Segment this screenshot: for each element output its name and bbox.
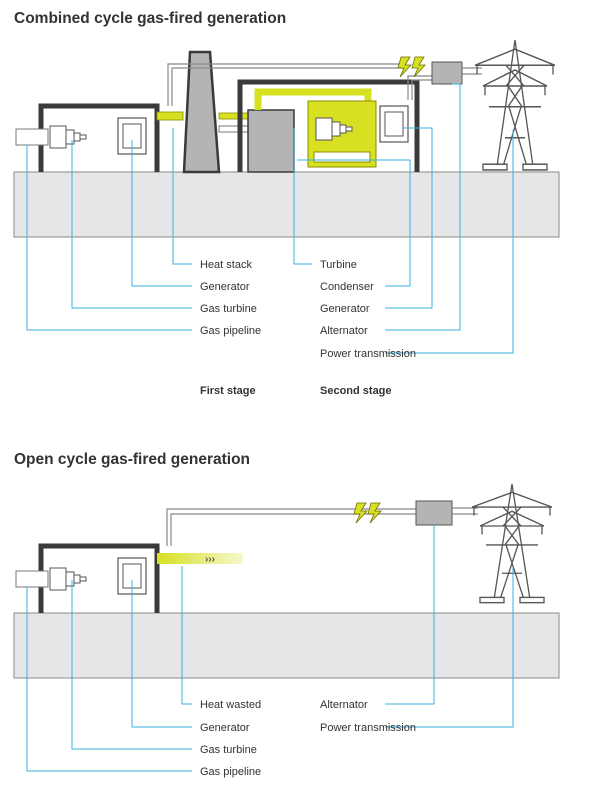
ground-block — [13, 171, 560, 238]
power-cable-3 — [407, 75, 432, 100]
label-generator: Generator — [200, 722, 250, 734]
power-cable-2 — [170, 513, 416, 546]
label-gas-turbine: Gas turbine — [200, 744, 257, 756]
label-generator-second: Generator — [320, 303, 370, 315]
open-cycle-diagram: ››› Heat wasted Generator Gas turbine Ga… — [13, 483, 560, 778]
label-alternator: Alternator — [320, 699, 368, 711]
exhaust-duct — [156, 111, 184, 121]
pylon-icon — [474, 39, 556, 171]
leader-lines — [26, 525, 514, 772]
power-cable-1 — [167, 63, 404, 106]
alternator-box — [415, 500, 453, 526]
combined-cycle-title: Combined cycle gas-fired generation — [14, 10, 287, 27]
grid-cable — [462, 67, 482, 75]
lightning-icon — [397, 56, 426, 78]
heat-recovery-boiler — [247, 109, 295, 173]
heat-stack — [182, 50, 221, 174]
gas-turbine — [49, 125, 87, 149]
power-cable-4 — [411, 79, 432, 100]
ground-block — [13, 612, 560, 679]
first-stage-label: First stage — [200, 385, 256, 397]
second-generator — [379, 105, 409, 143]
power-cable-2 — [171, 67, 404, 106]
power-cable-1 — [166, 508, 416, 546]
gas-turbine — [49, 567, 87, 591]
label-power-transmission: Power transmission — [320, 348, 416, 360]
label-heat-stack: Heat stack — [200, 259, 252, 271]
label-alternator: Alternator — [320, 325, 368, 337]
leader-lines — [26, 83, 514, 354]
label-turbine: Turbine — [320, 259, 357, 271]
condenser — [313, 151, 371, 163]
label-gas-pipeline: Gas pipeline — [200, 766, 261, 778]
label-condenser: Condenser — [320, 281, 374, 293]
label-power-transmission: Power transmission — [320, 722, 416, 734]
label-gas-turbine: Gas turbine — [200, 303, 257, 315]
flow-arrows-icon: ››› — [205, 554, 215, 565]
second-stage-building — [237, 79, 420, 172]
lightning-icon — [353, 502, 382, 524]
label-heat-wasted: Heat wasted — [200, 699, 261, 711]
second-stage-label: Second stage — [320, 385, 392, 397]
label-generator: Generator — [200, 281, 250, 293]
pylon-icon — [471, 483, 553, 604]
open-cycle-title: Open cycle gas-fired generation — [14, 451, 251, 468]
steam-loop — [254, 88, 372, 110]
combined-cycle-diagram: Heat stack Generator Gas turbine Gas pip… — [13, 39, 560, 397]
gas-pipeline-inlet — [15, 128, 49, 146]
gas-pipeline-inlet — [15, 570, 49, 588]
label-gas-pipeline: Gas pipeline — [200, 325, 261, 337]
wasted-heat-flow — [157, 553, 243, 564]
alternator-box — [431, 61, 463, 85]
